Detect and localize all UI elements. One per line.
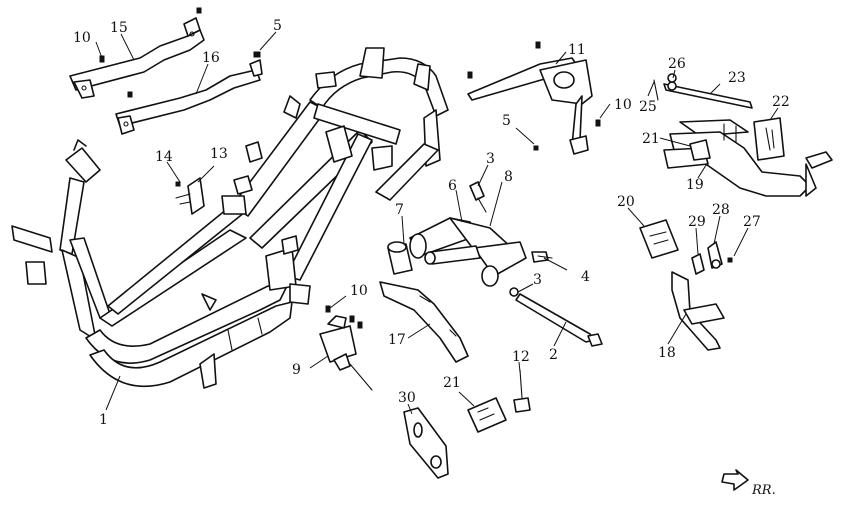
callout-2: 2: [549, 347, 558, 363]
callout-15: 15: [110, 20, 128, 36]
callout-10-right: 10: [614, 97, 632, 113]
callout-23: 23: [728, 70, 746, 86]
callout-8: 8: [504, 169, 513, 185]
bracket-13: [175, 177, 205, 215]
callout-3-lower: 3: [533, 272, 542, 288]
direction-arrow-icon: [721, 469, 749, 491]
spring-parts-27-29: [691, 241, 733, 275]
decal-21-lower: [467, 397, 507, 433]
callout-labels: 1 2 3 3 4 5 5 6 7 8 9 10 10 10 11 12 13 …: [73, 18, 790, 428]
bracket-16: [115, 51, 263, 135]
callout-21-lower: 21: [443, 375, 461, 391]
decal-20: [639, 219, 679, 259]
bracket-11: [467, 41, 593, 155]
callout-4: 4: [581, 269, 590, 285]
callout-9: 9: [292, 362, 301, 378]
axle-bolt-2: [515, 293, 603, 347]
callout-5-upper: 5: [273, 18, 282, 34]
callout-27: 27: [743, 214, 761, 230]
bolts: [255, 51, 601, 313]
callout-25: 25: [639, 99, 657, 115]
callout-3-upper: 3: [486, 151, 495, 167]
seat-lock-9: [319, 315, 373, 391]
callout-14: 14: [155, 149, 173, 165]
callout-5-middle: 5: [502, 113, 511, 129]
callout-28: 28: [712, 202, 730, 218]
bracket-17: [379, 281, 469, 363]
callout-10-mid: 10: [350, 283, 368, 299]
callout-26: 26: [668, 56, 686, 72]
callout-17: 17: [388, 332, 406, 348]
callout-22: 22: [772, 94, 790, 110]
main-frame: [11, 47, 449, 389]
bracket-15: [69, 7, 205, 99]
callout-16: 16: [202, 50, 220, 66]
direction-label: RR.: [751, 483, 776, 498]
center-stand-19: [663, 119, 833, 197]
decal-22: [753, 117, 785, 161]
callout-1: 1: [99, 412, 108, 428]
bushing-7: [387, 241, 413, 275]
pivot-pin-23: [663, 81, 753, 109]
callout-20: 20: [617, 194, 635, 210]
direction-indicator: RR.: [721, 469, 776, 498]
callout-30: 30: [398, 390, 416, 406]
bolt-12: [513, 369, 531, 413]
callout-10-top: 10: [73, 30, 91, 46]
callout-13: 13: [210, 146, 228, 162]
callout-12: 12: [512, 349, 530, 365]
side-stand-18: [671, 271, 725, 351]
callout-11: 11: [568, 42, 586, 58]
leader-lines: [95, 31, 779, 415]
plate-30: [403, 407, 449, 479]
callout-21-upper: 21: [642, 131, 660, 147]
callout-29: 29: [688, 214, 706, 230]
callout-18: 18: [658, 345, 676, 361]
callout-7: 7: [395, 202, 404, 218]
callout-19: 19: [686, 177, 704, 193]
engine-hanger-6-8: [409, 217, 527, 287]
callout-6: 6: [448, 178, 457, 194]
